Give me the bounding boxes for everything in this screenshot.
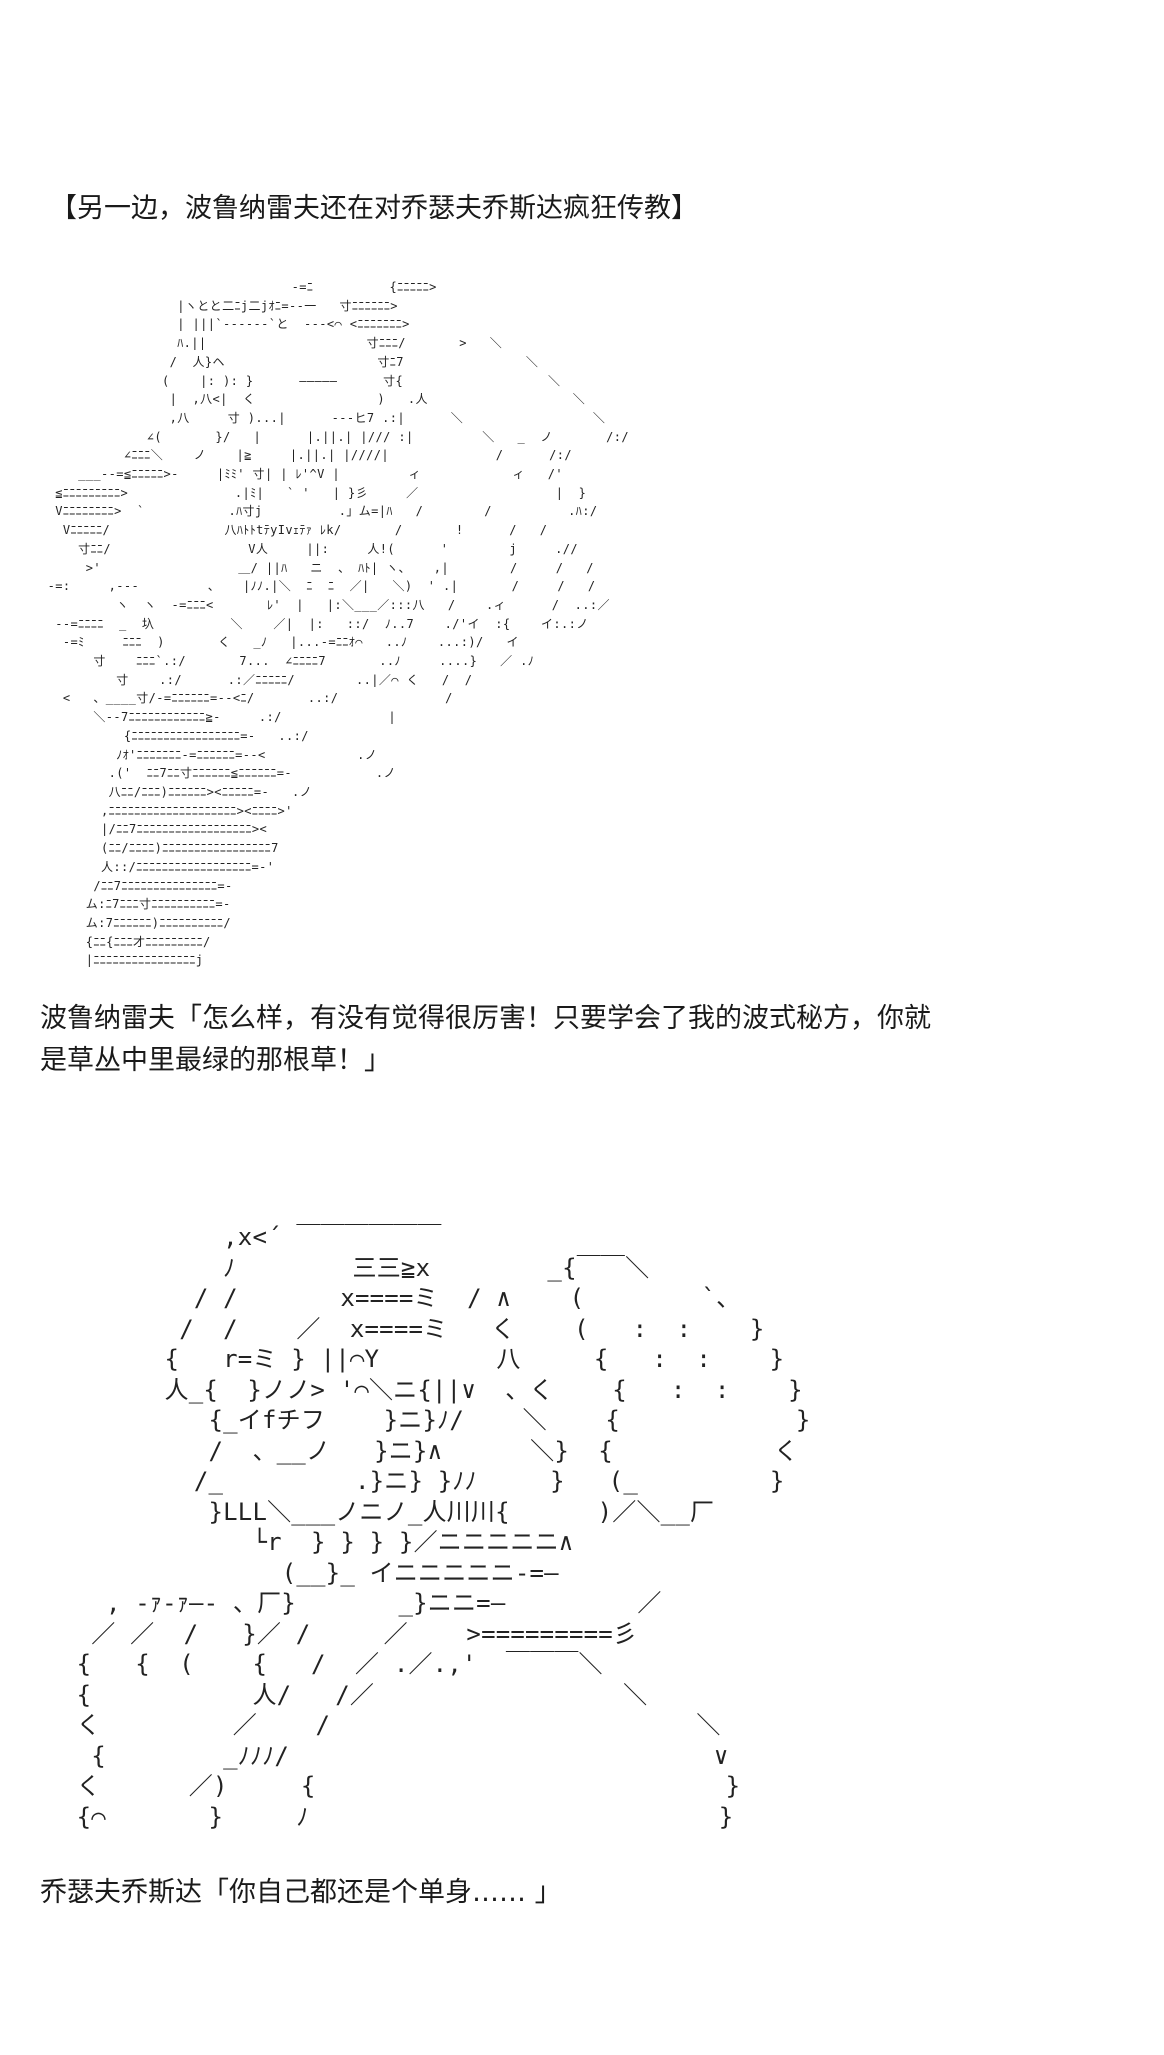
polnareff-ascii-art: -=ﾆ {ﾆﾆﾆﾆﾆ> |ヽとと二ﾆj二jｵﾆ=--一 寸ﾆﾆﾆﾆﾆﾆ> | |…	[47, 280, 630, 968]
joseph-ascii-art: ,x<´ ￣￣￣￣￣￣ ﾉ 三三≧x _{￣￣＼ / / x====ミ / ∧ …	[76, 1223, 811, 1831]
polnareff-dialogue: 波鲁纳雷夫「怎么样，有没有觉得很厉害！只要学会了我的波式秘方，你就 是草丛中里最…	[40, 1003, 931, 1076]
narration-caption: 【另一边，波鲁纳雷夫还在对乔瑟夫乔斯达疯狂传教】	[50, 193, 698, 224]
joseph-dialogue: 乔瑟夫乔斯达「你自己都还是个单身…… 」	[40, 1877, 562, 1908]
